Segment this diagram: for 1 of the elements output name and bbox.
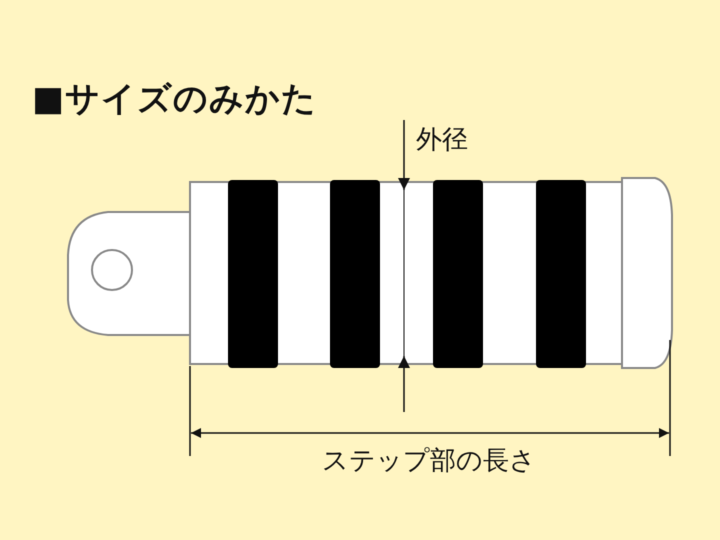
title: ■サイズのみかた	[32, 78, 318, 121]
